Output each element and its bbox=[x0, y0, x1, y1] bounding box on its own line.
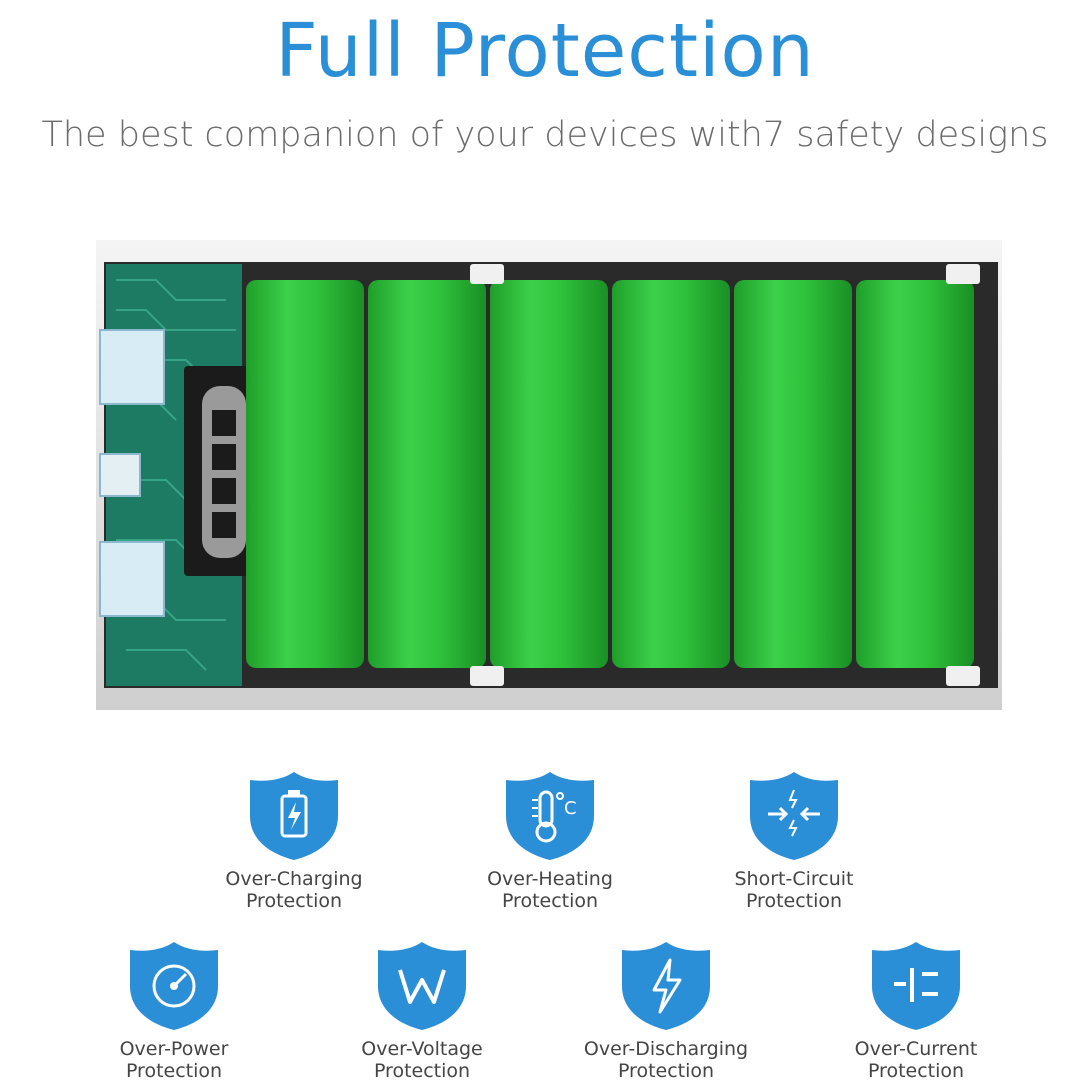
badge-label-line2: Protection bbox=[245, 890, 343, 912]
badge-label-line1: Over-Discharging bbox=[583, 1038, 749, 1060]
badge-label-line1: Over-Heating bbox=[487, 868, 613, 890]
battery-cell bbox=[490, 280, 608, 668]
battery-cells bbox=[246, 280, 974, 668]
usb-port-top bbox=[99, 329, 165, 405]
badge-over-current: Over-Current Protection bbox=[826, 940, 1006, 1082]
badge-short-circuit: Short-Circuit Protection bbox=[704, 770, 884, 912]
badge-label-line1: Over-Charging bbox=[225, 868, 363, 890]
page-subtitle: The best companion of your devices with7… bbox=[41, 115, 1049, 155]
badge-label-line1: Over-Current bbox=[854, 1038, 978, 1060]
battery-cell bbox=[246, 280, 364, 668]
badge-over-voltage: Over-Voltage Protection bbox=[332, 940, 512, 1082]
badge-label-line2: Protection bbox=[125, 1060, 223, 1082]
badge-label-line2: Protection bbox=[617, 1060, 715, 1082]
battery-cell bbox=[734, 280, 852, 668]
badge-label-line1: Short-Circuit bbox=[734, 868, 854, 890]
battery-bolt-icon bbox=[250, 772, 338, 860]
badge-over-heating: C Over-Heating Protection bbox=[460, 770, 640, 912]
badge-label-line2: Protection bbox=[745, 890, 843, 912]
badge-label-line1: Over-Power bbox=[119, 1038, 229, 1060]
badge-label-line2: Protection bbox=[867, 1060, 965, 1082]
thermometer-icon: C bbox=[506, 772, 594, 860]
power-bank-illustration bbox=[96, 240, 1002, 710]
micro-usb-port bbox=[99, 453, 141, 497]
current-icon bbox=[872, 942, 960, 1030]
short-circuit-icon bbox=[750, 772, 838, 860]
battery-cell bbox=[612, 280, 730, 668]
usb-port-bottom bbox=[99, 541, 165, 617]
badge-label-line2: Protection bbox=[373, 1060, 471, 1082]
battery-cell bbox=[856, 280, 974, 668]
badge-over-discharging: Over-Discharging Protection bbox=[576, 940, 756, 1082]
badge-label-line1: Over-Voltage bbox=[361, 1038, 483, 1060]
svg-text:C: C bbox=[564, 798, 577, 819]
gauge-icon bbox=[130, 942, 218, 1030]
badge-over-charging: Over-Charging Protection bbox=[204, 770, 384, 912]
page-title: Full Protection bbox=[275, 8, 815, 94]
lightning-bolt-icon bbox=[622, 942, 710, 1030]
battery-cell bbox=[368, 280, 486, 668]
badge-over-power: Over-Power Protection bbox=[84, 940, 264, 1082]
voltage-w-icon bbox=[378, 942, 466, 1030]
badge-label-line2: Protection bbox=[501, 890, 599, 912]
